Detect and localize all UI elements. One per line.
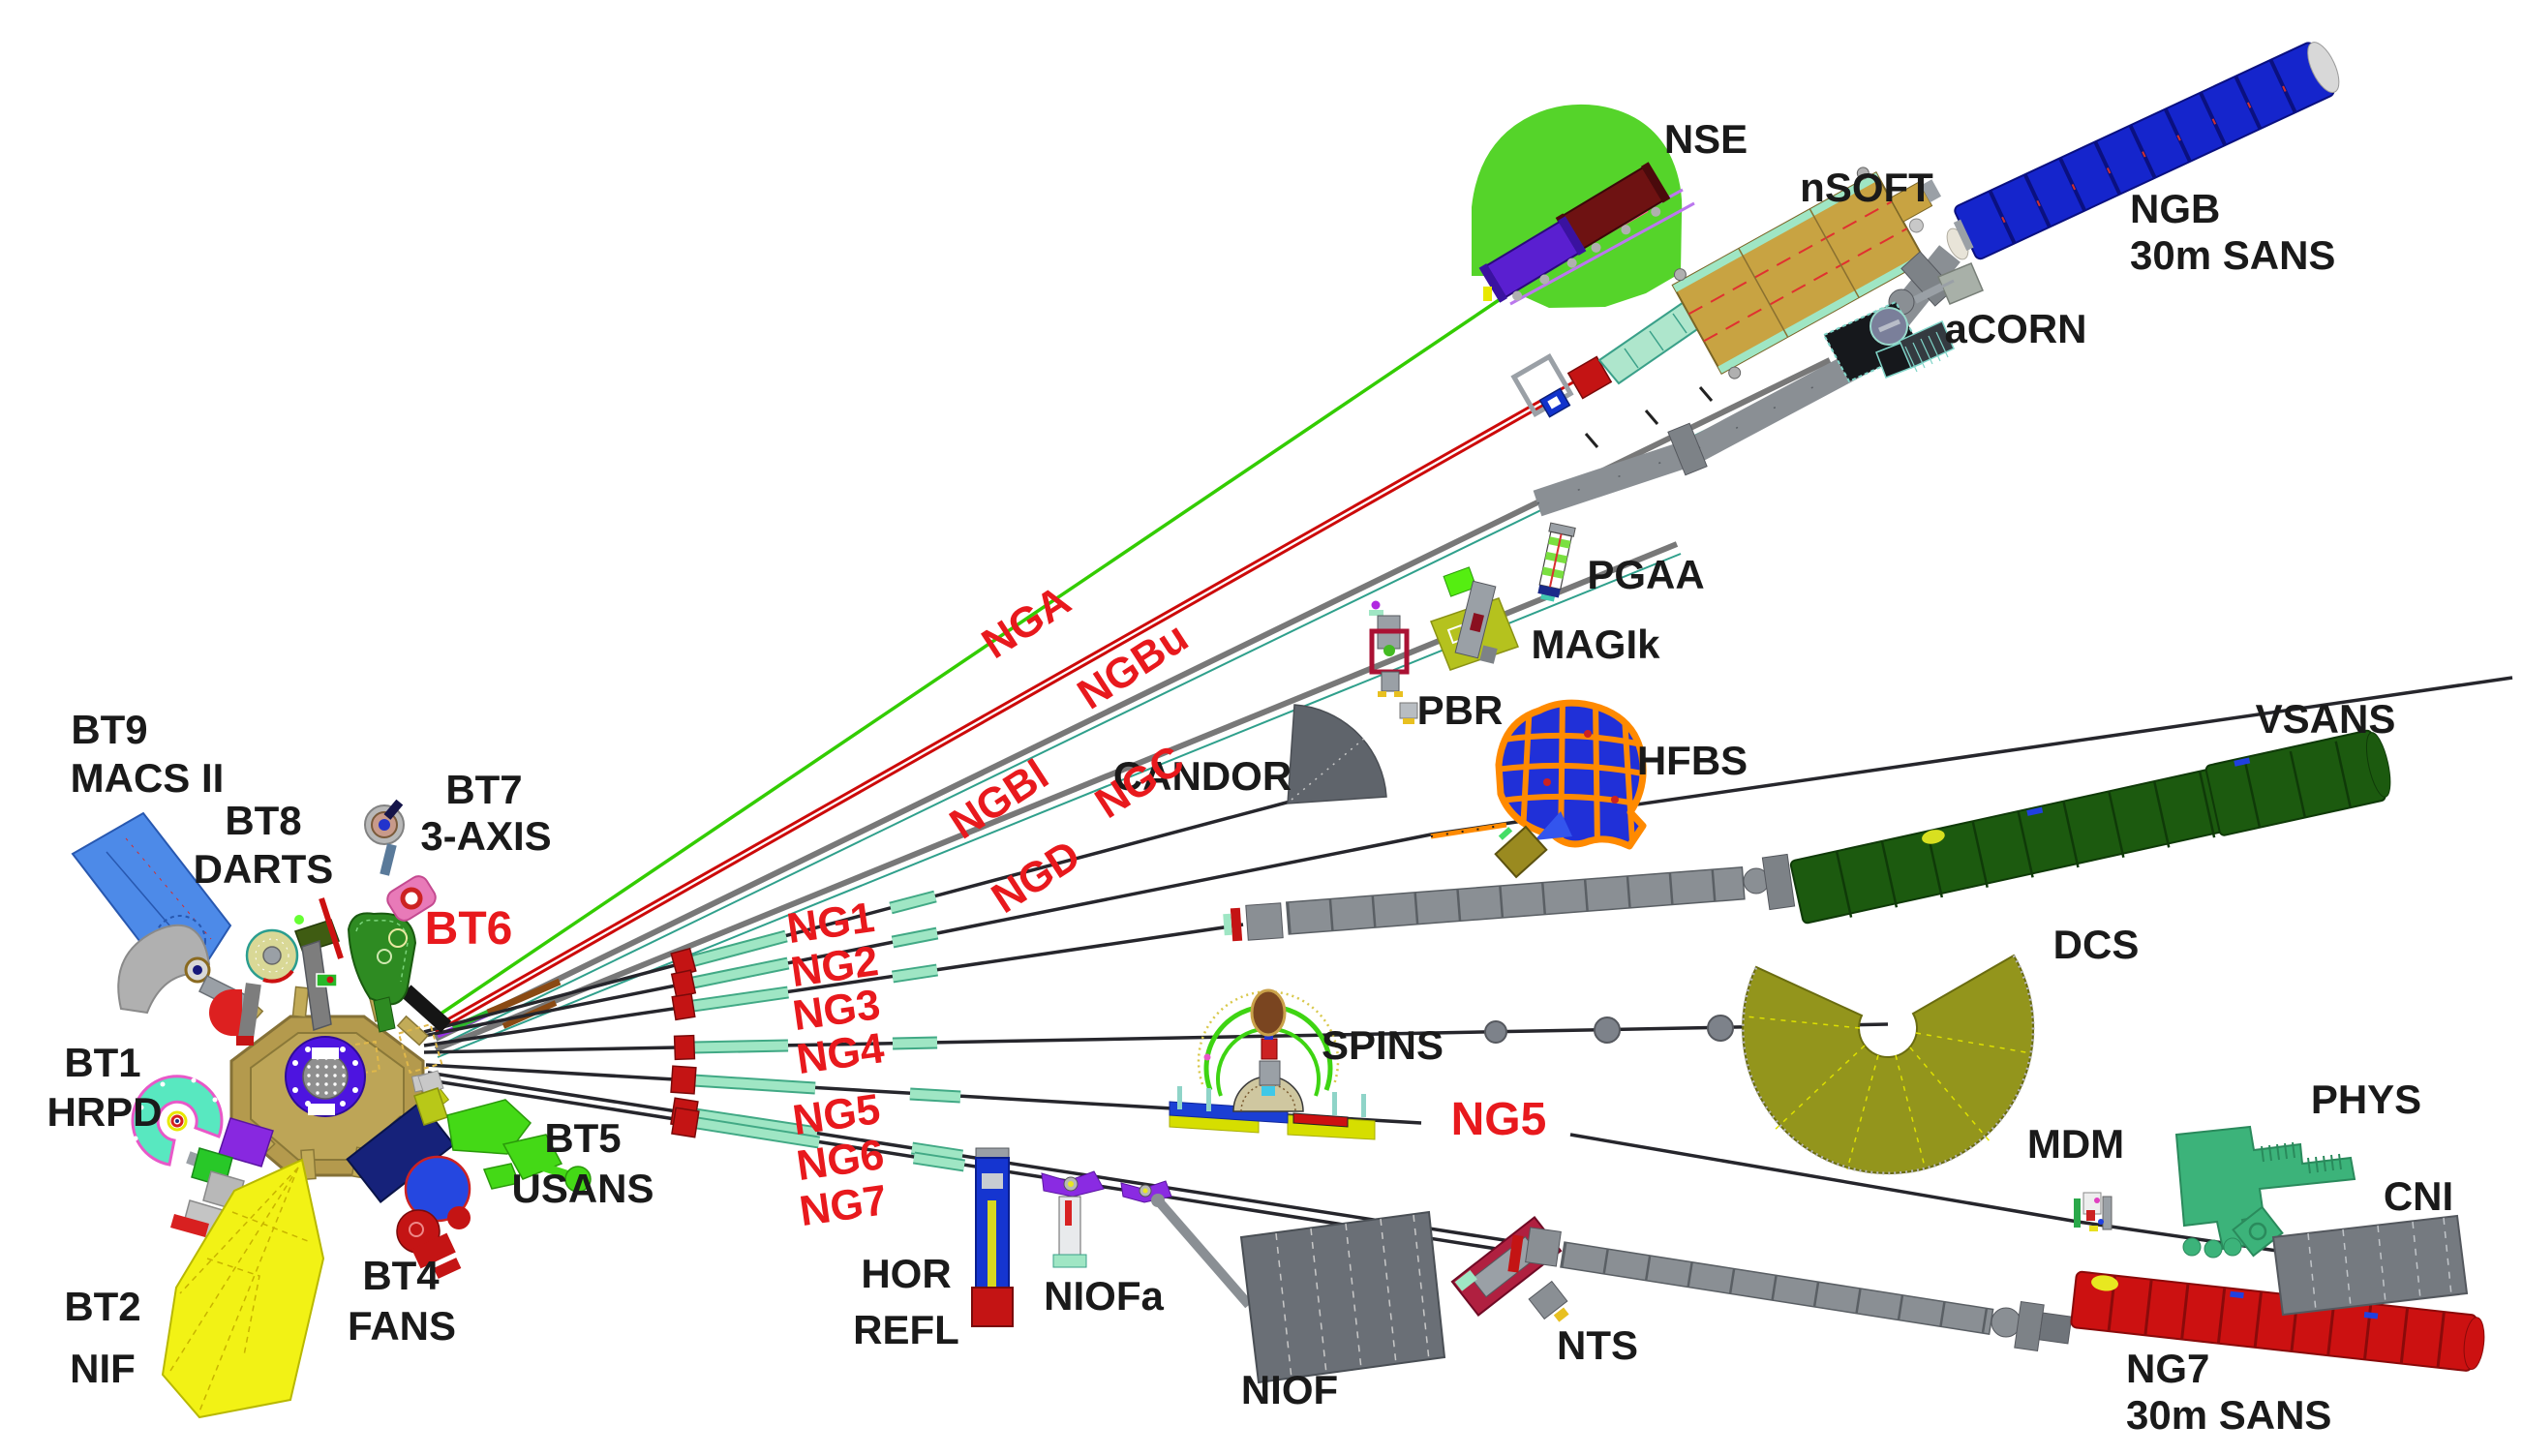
label-fans: FANS bbox=[348, 1303, 456, 1349]
label-bt9: BT9 bbox=[71, 707, 147, 752]
ngb-gray-guide bbox=[1533, 228, 1969, 517]
reactor-ring-bolts bbox=[292, 1046, 358, 1107]
guide-ng3-line bbox=[423, 923, 1244, 1047]
label-bt4: BT4 bbox=[362, 1253, 440, 1298]
magik-instrument bbox=[1430, 566, 1519, 671]
vsans-tube bbox=[1789, 729, 2391, 926]
label-dcs: DCS bbox=[2053, 922, 2140, 967]
label-phys: PHYS bbox=[2311, 1077, 2421, 1122]
pbr-instrument bbox=[1369, 600, 1418, 724]
guide-ngbu-line bbox=[435, 378, 1579, 1028]
guide-ng6-line bbox=[427, 1071, 1511, 1243]
reactor-port-bottom bbox=[308, 1104, 335, 1115]
nsoft-instrument bbox=[1671, 167, 1942, 379]
guide-deco-brown1 bbox=[486, 978, 562, 1016]
label-bt1: BT1 bbox=[64, 1040, 140, 1085]
label-nts: NTS bbox=[1557, 1322, 1638, 1368]
label-ng7-sans-1: NG7 bbox=[2126, 1346, 2209, 1391]
hor-refl-instrument bbox=[971, 1147, 1014, 1327]
spins-instrument bbox=[1169, 988, 1376, 1140]
ng7-30m-sans-tube bbox=[2070, 1270, 2485, 1372]
candor-instrument bbox=[1287, 704, 1387, 804]
label-refl: REFL bbox=[853, 1307, 959, 1352]
phys-instrument bbox=[2174, 1125, 2356, 1259]
vsans-guide bbox=[1223, 853, 1796, 942]
label-ngbu: NGBu bbox=[1069, 613, 1196, 718]
label-acorn: aCORN bbox=[1944, 306, 2086, 351]
label-bt6: BT6 bbox=[425, 903, 513, 955]
beamlines bbox=[423, 290, 2513, 1258]
label-3axis: 3-AXIS bbox=[420, 813, 551, 859]
label-bt8: BT8 bbox=[225, 798, 301, 843]
label-spins: SPINS bbox=[1322, 1022, 1444, 1068]
guide-ngbl-line bbox=[435, 399, 1552, 1034]
label-ngb-sans-2: 30m SANS bbox=[2130, 232, 2335, 278]
reactor-port-top bbox=[312, 1047, 339, 1059]
acorn-instrument bbox=[1822, 262, 1984, 383]
label-nga: NGA bbox=[974, 577, 1079, 668]
label-hfbs: HFBS bbox=[1637, 738, 1748, 783]
ngbu-shutter-station bbox=[1510, 353, 1613, 418]
bt7-3axis-instrument bbox=[316, 799, 437, 1033]
cni-instrument bbox=[2271, 1214, 2469, 1317]
label-hrpd: HRPD bbox=[46, 1089, 162, 1135]
reactor-dashed-box-2 bbox=[397, 1022, 443, 1075]
ng7-guide-tube bbox=[1507, 1227, 2073, 1352]
label-darts: DARTS bbox=[194, 846, 334, 892]
hfbs-orange-feed bbox=[1430, 822, 1507, 839]
dcs-instrument bbox=[1741, 954, 2035, 1175]
label-magik: MAGIk bbox=[1531, 622, 1660, 667]
label-nif: NIF bbox=[70, 1346, 136, 1391]
label-candor: CANDOR bbox=[1113, 753, 1292, 799]
bt4-fans-instrument bbox=[346, 1100, 471, 1279]
pgaa-instrument bbox=[1537, 522, 1576, 602]
mint-guides-lower bbox=[692, 1074, 965, 1172]
bt2-slab-stack bbox=[170, 1117, 274, 1240]
nse-instrument bbox=[1472, 104, 1695, 308]
label-ngd: NGD bbox=[984, 832, 1089, 923]
label-ngb-sans-1: NGB bbox=[2130, 186, 2220, 231]
bt5-usans-instrument bbox=[413, 1070, 592, 1193]
hfbs-orange-feed-dots bbox=[1430, 824, 1507, 837]
label-bt7: BT7 bbox=[445, 767, 522, 812]
shutter-blocks bbox=[670, 947, 700, 1138]
label-niof: NIOF bbox=[1241, 1367, 1338, 1412]
label-pbr: PBR bbox=[1417, 687, 1504, 733]
label-usans: USANS bbox=[511, 1166, 654, 1211]
guide-ng1-line bbox=[423, 798, 1298, 1034]
reactor-core-dots bbox=[304, 1055, 347, 1098]
bt6-stub bbox=[400, 985, 452, 1033]
label-bt2: BT2 bbox=[64, 1284, 140, 1329]
mint-guides-upper bbox=[689, 890, 939, 1054]
niof-instrument bbox=[1239, 1210, 1446, 1384]
label-cni: CNI bbox=[2384, 1173, 2453, 1219]
label-vsans: VSANS bbox=[2256, 696, 2396, 742]
label-ng7-sans-2: 30m SANS bbox=[2126, 1392, 2331, 1438]
label-macs2: MACS II bbox=[71, 755, 225, 801]
ngb-30m-sans-tube bbox=[1953, 42, 2340, 260]
bt2-nif-yellow-fan bbox=[161, 1158, 325, 1419]
label-pgaa: PGAA bbox=[1587, 552, 1704, 597]
label-nsoft: nSOFT bbox=[1800, 165, 1933, 210]
bt7-pink-collar bbox=[386, 875, 437, 922]
bt9-red-shield bbox=[209, 983, 261, 1046]
label-ng5-main: NG5 bbox=[1451, 1094, 1547, 1145]
label-hor: HOR bbox=[861, 1251, 951, 1296]
label-bt5: BT5 bbox=[544, 1115, 621, 1161]
niofa-instrument bbox=[1041, 1170, 1253, 1309]
guide-ng4-line bbox=[423, 1022, 1889, 1054]
guide-nga-line bbox=[433, 290, 1511, 1020]
hfbs-instrument bbox=[1494, 699, 1647, 879]
mdm-instrument bbox=[2074, 1192, 2113, 1231]
label-mdm: MDM bbox=[2027, 1121, 2124, 1167]
label-niofa: NIOFa bbox=[1044, 1273, 1164, 1319]
label-nse: NSE bbox=[1664, 116, 1748, 162]
